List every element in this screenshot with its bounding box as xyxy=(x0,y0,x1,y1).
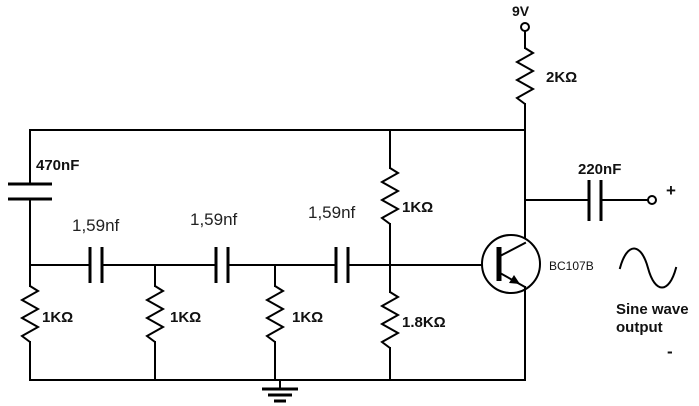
resistor-zigzag-icon xyxy=(379,167,401,225)
phase-capacitor-2: 1,59nf xyxy=(190,210,238,283)
phase-capacitor-3: 1,59nf xyxy=(308,203,356,283)
input-capacitor: 470nF xyxy=(8,129,79,266)
phase-resistor-1-label: 1KΩ xyxy=(42,309,73,326)
input-capacitor-label: 470nF xyxy=(36,157,79,174)
bias-resistor-lower-label: 1.8KΩ xyxy=(402,314,446,331)
phase-resistor-3: 1KΩ xyxy=(264,264,323,381)
phase-resistor-3-label: 1KΩ xyxy=(292,309,323,326)
transistor-collector-lead-icon xyxy=(498,241,527,258)
phase-resistor-2: 1KΩ xyxy=(144,264,201,381)
transistor-bc107b: BC107B xyxy=(481,129,594,381)
emitter-arrow-icon xyxy=(509,275,520,284)
power-supply: 9V xyxy=(512,3,530,49)
ground-symbol-icon xyxy=(262,379,298,403)
bias-resistor-lower: 1.8KΩ xyxy=(379,291,446,381)
supply-terminal-icon xyxy=(520,22,530,32)
phase-resistor-2-label: 1KΩ xyxy=(170,309,201,326)
transistor-body-icon xyxy=(481,234,541,294)
output-minus-label: - xyxy=(667,342,673,361)
output-label-line2: output xyxy=(616,319,663,336)
output-capacitor: 220nF + xyxy=(524,161,676,221)
output-capacitor-label: 220nF xyxy=(578,161,621,178)
phase-capacitor-2-label: 1,59nf xyxy=(190,210,238,229)
sine-wave-annotation: Sine wave output - xyxy=(616,247,689,361)
phase-resistor-1: 1KΩ xyxy=(19,264,73,381)
output-plus-label: + xyxy=(666,181,676,200)
phase-capacitor-1-label: 1,59nf xyxy=(72,216,120,235)
phase-capacitor-3-label: 1,59nf xyxy=(308,203,356,222)
output-terminal-icon xyxy=(647,195,657,205)
collector-resistor-label: 2KΩ xyxy=(546,69,577,86)
transistor-part-label: BC107B xyxy=(549,259,594,273)
phase-capacitor-1: 1,59nf xyxy=(72,216,120,283)
resistor-zigzag-icon xyxy=(264,285,286,343)
resistor-zigzag-icon xyxy=(379,291,401,349)
resistor-zigzag-icon xyxy=(144,285,166,343)
bias-resistor-upper-label: 1KΩ xyxy=(402,199,433,216)
resistor-zigzag-icon xyxy=(19,285,41,343)
supply-voltage-label: 9V xyxy=(512,3,530,19)
collector-resistor: 2KΩ xyxy=(514,47,577,131)
resistor-zigzag-icon xyxy=(514,47,536,105)
sine-wave-icon xyxy=(618,247,678,289)
output-label-line1: Sine wave xyxy=(616,301,689,318)
bias-resistor-upper: 1KΩ xyxy=(379,129,433,293)
